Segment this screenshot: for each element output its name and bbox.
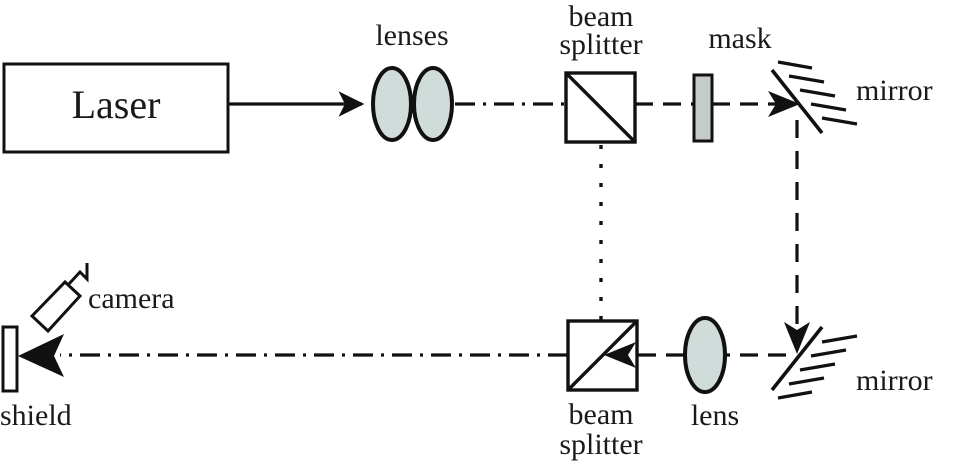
shield-icon	[1, 325, 19, 393]
lens-bottom: lens	[683, 316, 739, 432]
mirror-top-hatch-3	[799, 88, 836, 98]
beam-arrowhead-into-mirror-bottom	[784, 322, 810, 354]
beam-arrowhead-into-shield	[18, 334, 64, 377]
lenses-pair: lenses	[371, 19, 454, 142]
beam-splitter-bottom-label-line2: splitter	[559, 428, 642, 461]
mirror-top-surface	[770, 68, 824, 135]
lens-bottom-label: lens	[691, 399, 739, 432]
laser-box	[2, 62, 230, 154]
mirror-bottom-surface	[770, 325, 824, 392]
beam-lens-to-splitter-bottom	[604, 342, 684, 368]
camera-label: camera	[88, 282, 175, 315]
lens-bottom-icon	[683, 316, 727, 394]
beam-splitter-top-diagonal	[564, 71, 637, 144]
lens-icon-2	[412, 66, 454, 142]
camera-component: camera	[29, 263, 175, 334]
mirror-bottom-hatch-1	[777, 390, 813, 400]
mirror-top: mirror	[770, 60, 933, 135]
beam-splitter-bottom-diagonal	[566, 319, 639, 392]
laser-label: Laser	[72, 82, 161, 127]
mirror-top-hatch-5	[821, 116, 858, 126]
beam-splitter-bottom: beam splitter	[559, 319, 643, 461]
mask-label: mask	[708, 22, 771, 55]
beam-arrowhead-into-mirror-top	[768, 91, 800, 117]
mirror-top-hatch-1	[777, 60, 813, 70]
mirror-top-hatch-4	[810, 102, 847, 112]
beam-splitter-top: beam splitter	[559, 0, 643, 144]
beam-splitter-top-label-line1: beam	[569, 0, 634, 33]
mirror-top-label: mirror	[856, 74, 933, 107]
shield-label: shield	[0, 399, 72, 432]
beam-splitter-bottom-label-line1: beam	[569, 398, 634, 431]
beam-splitter-top-label-line2: splitter	[559, 28, 642, 61]
shield-component: shield	[0, 325, 72, 432]
lenses-label: lenses	[375, 19, 448, 52]
camera-body-icon	[29, 279, 83, 334]
mask-icon	[692, 73, 714, 143]
mirror-bottom-hatch-3	[799, 362, 836, 372]
beam-mask-to-mirror	[712, 91, 800, 117]
camera-mount-bracket-icon	[66, 263, 89, 287]
mirror-bottom-hatch-5	[821, 334, 858, 344]
lens-icon-1	[371, 66, 413, 142]
mirror-bottom: mirror	[770, 325, 933, 400]
laser-source: Laser	[2, 62, 230, 154]
beam-vertical-right	[784, 120, 810, 354]
mask-component: mask	[692, 22, 772, 143]
mirror-bottom-label: mirror	[856, 364, 933, 397]
mirror-bottom-hatch-4	[810, 348, 847, 358]
beam-splitter-to-shield	[18, 334, 568, 377]
mirror-bottom-hatch-2	[788, 376, 825, 386]
mirror-top-hatch-2	[788, 74, 825, 84]
beam-arrowhead-leftward-into-splitter	[604, 342, 636, 368]
